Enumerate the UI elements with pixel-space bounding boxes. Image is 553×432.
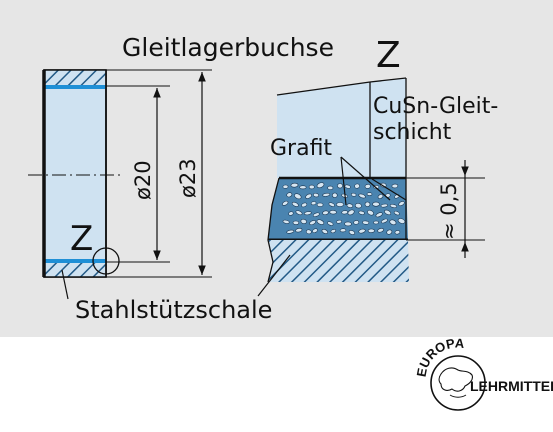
graphite-particle <box>375 212 383 218</box>
graphite-particle <box>373 220 379 225</box>
graphite-particles <box>282 182 406 235</box>
graphite-particle <box>295 210 303 216</box>
graphite-particle <box>344 184 351 189</box>
graphite-particle <box>367 209 374 216</box>
graphite-particle <box>290 182 299 188</box>
graphite-particle <box>386 229 393 235</box>
graphite-particle <box>344 221 352 227</box>
bushing-section: Z <box>28 69 122 278</box>
graphite-particle <box>353 220 360 225</box>
graphite-particle <box>294 193 302 200</box>
graphite-particle <box>312 212 320 217</box>
graphite-particle <box>301 202 308 208</box>
graphite-particle <box>354 183 360 189</box>
graphite-particle <box>327 185 334 191</box>
graphite-particle <box>351 192 357 197</box>
graphite-particle <box>341 210 348 215</box>
graphite-particle <box>329 209 337 215</box>
graphite-particle <box>328 202 335 207</box>
graphite-particle <box>354 203 362 209</box>
graphite-particle <box>330 229 337 234</box>
graphite-particle <box>316 219 325 225</box>
graphite-particle <box>312 228 318 233</box>
graphite-particle <box>316 202 324 207</box>
graphite-particle <box>286 229 295 234</box>
shell-label: Stahlstützschale <box>75 296 272 324</box>
graphite-particle <box>358 210 365 215</box>
graphite-particle <box>372 201 380 207</box>
graphite-particle <box>303 211 312 216</box>
graphite-particle <box>322 210 329 216</box>
layer-label-2: schicht <box>373 120 452 145</box>
dim-thickness-label: ≈ 0,5 <box>437 182 461 240</box>
graphite-particle <box>364 184 371 189</box>
graphite-particle <box>300 218 307 224</box>
graphite-particle <box>337 183 343 189</box>
layer-label-1: CuSn-Gleit- <box>373 94 498 119</box>
graphite-particle <box>286 192 293 198</box>
graphite-layer <box>268 178 408 240</box>
graphite-particle <box>384 209 392 216</box>
graphite-particle <box>313 192 319 198</box>
graphite-particle <box>309 220 316 226</box>
graphite-particle <box>389 204 397 208</box>
dim-inner-label: ø20 <box>131 160 155 200</box>
graphite-particle <box>332 192 338 198</box>
graphite-particle <box>367 228 375 233</box>
graphite-particle <box>305 229 312 235</box>
graphite-particle <box>305 193 312 199</box>
graphite-particle <box>322 192 331 197</box>
graphite-particle <box>362 220 370 225</box>
graphite-particle <box>394 230 401 235</box>
graphite-particle <box>321 228 328 235</box>
logo-side-text: LEHRMITTEL <box>470 378 553 394</box>
graphite-particle <box>393 210 400 216</box>
detail-marker: Z <box>70 219 93 259</box>
graphite-particle <box>397 218 406 224</box>
graphite-label: Grafit <box>270 136 332 161</box>
graphite-particle <box>389 219 397 226</box>
graphite-particle <box>310 201 317 206</box>
graphite-particle <box>380 203 388 208</box>
graphite-particle <box>292 220 300 225</box>
detail-title: Z <box>376 35 401 76</box>
graphite-particle <box>347 209 355 216</box>
top-wall-hatch <box>44 70 106 86</box>
graphite-particle <box>348 230 356 235</box>
title-label: Gleitlagerbuchse <box>122 33 334 62</box>
graphite-particle <box>366 192 373 196</box>
graphite-particle <box>282 200 289 206</box>
graphite-particle <box>299 185 307 190</box>
graphite-particle <box>377 228 384 233</box>
graphite-particle <box>358 228 366 234</box>
europa-lehrmittel-logo: EUROPA LEHRMITTEL <box>414 335 553 411</box>
graphite-particle <box>291 201 299 207</box>
graphite-particle <box>327 221 334 226</box>
detail-z-section <box>267 77 409 283</box>
graphite-particle <box>358 193 366 199</box>
graphite-particle <box>282 219 290 224</box>
graphite-particle <box>391 183 399 189</box>
detail-circle <box>92 247 120 275</box>
steel-backing-hatch <box>268 240 409 282</box>
graphite-particle <box>339 228 347 233</box>
graphite-particle <box>381 218 388 224</box>
graphite-particle <box>316 182 325 189</box>
graphite-particle <box>398 201 405 207</box>
graphite-particle <box>295 228 303 233</box>
graphite-particle <box>336 219 342 224</box>
graphite-particle <box>377 194 384 199</box>
graphite-particle <box>288 211 294 216</box>
graphite-particle <box>364 201 371 207</box>
graphite-particle <box>336 202 344 207</box>
graphite-particle <box>282 184 289 189</box>
graphite-particle <box>346 203 354 208</box>
dim-outer-label: ø23 <box>176 158 200 198</box>
bottom-wall-hatch <box>44 262 106 277</box>
graphite-particle <box>308 184 315 190</box>
